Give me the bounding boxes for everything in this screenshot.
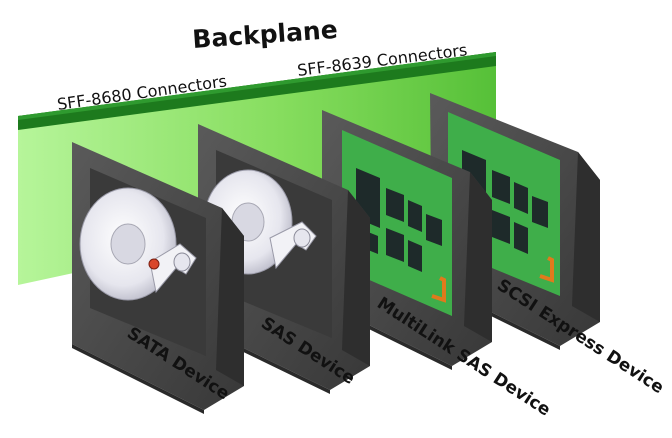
platter-inner-ring bbox=[110, 223, 146, 265]
backplane-top-highlight bbox=[18, 52, 496, 120]
backplane-title: Backplane bbox=[191, 15, 338, 54]
actuator-pivot bbox=[173, 252, 191, 272]
actuator-pivot bbox=[293, 228, 311, 248]
device-frame-bottom bbox=[72, 344, 204, 414]
device-sata bbox=[72, 142, 244, 414]
pcb-chips bbox=[356, 168, 442, 272]
edge-connector-icon bbox=[539, 256, 554, 283]
device-frame-side bbox=[464, 172, 492, 342]
device-frame-side bbox=[342, 190, 370, 366]
device-frame-side bbox=[572, 152, 600, 322]
edge-connector-icon bbox=[431, 276, 446, 303]
spindle-dot-icon bbox=[148, 258, 160, 270]
device-frame-side bbox=[216, 208, 244, 386]
